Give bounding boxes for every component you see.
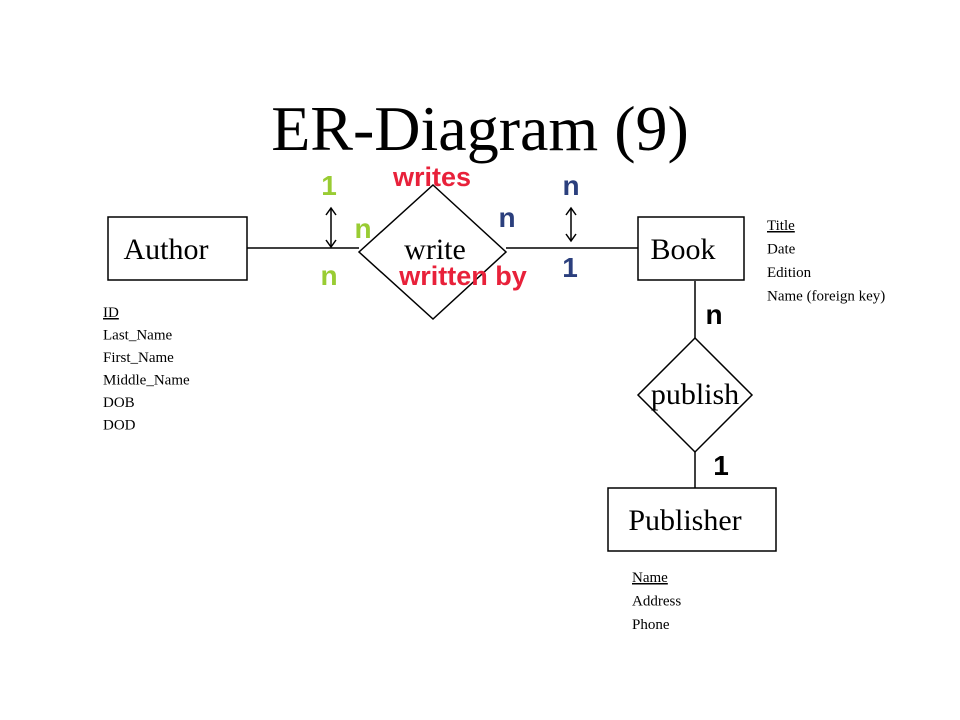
book-attribute-key: Title — [767, 218, 795, 234]
book-side-double-arrow-icon — [565, 206, 577, 243]
author-attribute: First_Name — [103, 350, 174, 366]
entity-author-name: Author — [124, 233, 209, 266]
cardinality-author-reverse: n — [320, 260, 337, 291]
entity-publisher: Publisher — [607, 487, 777, 552]
author-attribute: Middle_Name — [103, 373, 190, 389]
book-attribute: Date — [767, 242, 796, 258]
cardinality-book-forward: 1 — [562, 252, 578, 283]
cardinality-book-reverse: n — [562, 170, 579, 201]
author-attribute-key: ID — [103, 305, 119, 321]
entity-author: Author — [107, 216, 248, 281]
page-title: ER-Diagram (9) — [271, 93, 689, 164]
cardinality-author-side: n — [354, 213, 371, 244]
book-attribute: Name (foreign key) — [767, 289, 885, 305]
book-attribute: Edition — [767, 265, 812, 281]
cardinality-publish-book: n — [705, 299, 722, 330]
cardinality-author-forward: 1 — [321, 170, 337, 201]
cardinality-book-side: n — [498, 202, 515, 233]
entity-book: Book — [637, 216, 745, 281]
author-side-double-arrow-icon — [325, 206, 337, 249]
entity-book-name: Book — [650, 233, 715, 266]
publisher-attribute: Phone — [632, 617, 670, 633]
author-attribute: DOD — [103, 418, 136, 434]
relationship-write-name: write — [404, 233, 466, 266]
author-attribute: DOB — [103, 395, 135, 411]
entity-publisher-name: Publisher — [628, 504, 741, 537]
relationship-write: write — [357, 183, 508, 321]
publisher-attribute: Address — [632, 594, 681, 610]
cardinality-publish-publisher: 1 — [713, 450, 729, 481]
label-written-by: written by — [398, 261, 527, 291]
label-writes: writes — [392, 162, 471, 192]
publisher-attribute-key: Name — [632, 570, 668, 586]
author-attribute: Last_Name — [103, 328, 172, 344]
relationship-publish-name: publish — [651, 378, 739, 411]
relationship-publish: publish — [636, 336, 754, 454]
